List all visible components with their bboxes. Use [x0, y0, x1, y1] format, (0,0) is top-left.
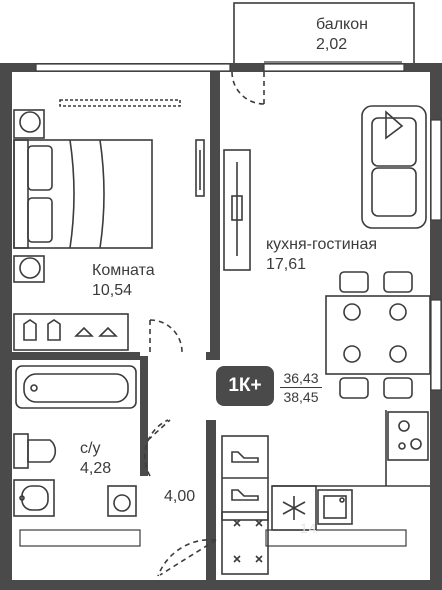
area-fraction: 36,43 38,45	[280, 370, 322, 405]
kitchen-living-name: кухня-гостиная	[266, 236, 378, 253]
radiator	[59, 99, 181, 107]
bedroom-door[interactable]	[149, 319, 183, 353]
wardrobe-icon	[13, 313, 129, 351]
toilet-icon	[13, 433, 57, 469]
sofa-icon	[361, 105, 427, 229]
balcony-door[interactable]	[231, 71, 265, 105]
washing-machine-icon	[107, 485, 137, 517]
bathroom-name: с/у	[80, 440, 101, 457]
balcony-outline	[233, 2, 415, 68]
shoe-rack-icon	[221, 435, 269, 521]
hallway-area: 4,00	[164, 488, 196, 505]
bedroom-name: Комната	[92, 262, 155, 279]
bathroom-area: 4,28	[80, 460, 112, 477]
balcony-name: балкон	[316, 16, 368, 33]
entrance-door[interactable]	[157, 538, 217, 577]
total-area: 38,45	[283, 389, 319, 405]
kitchen-sink-icon	[317, 489, 353, 525]
kitchen-counter	[272, 410, 430, 487]
watermark: 14	[300, 520, 318, 536]
living-area: 36,43	[280, 370, 322, 388]
kitchen-living-area: 17,61	[266, 256, 307, 273]
nightstand-icon	[13, 109, 45, 283]
apartment-type-badge: 1К+	[216, 366, 274, 406]
interior-walls	[12, 72, 220, 590]
tv-icon	[195, 139, 205, 197]
dining-table-icon	[325, 271, 431, 399]
tv-stand-icon	[223, 149, 251, 271]
sink-icon	[13, 479, 55, 517]
bottom-windows	[19, 529, 407, 547]
balcony-area: 2,02	[316, 36, 348, 53]
bathroom-door[interactable]	[144, 419, 171, 477]
stove-icon	[221, 511, 269, 575]
bathtub-icon	[15, 365, 137, 409]
outer-walls	[0, 63, 442, 590]
windows	[35, 63, 442, 391]
bedroom-area: 10,54	[92, 282, 133, 299]
cooktop-icon	[387, 411, 429, 461]
bed-icon	[13, 139, 153, 249]
